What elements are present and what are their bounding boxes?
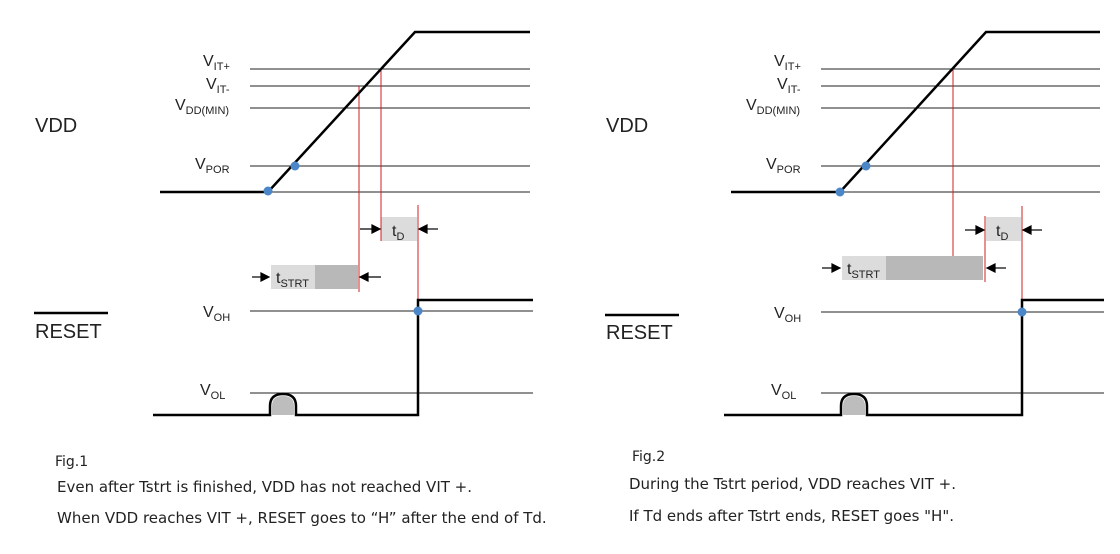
fig1-tstrt-box-light: [271, 265, 315, 289]
fig2-voh-label: VOH: [774, 305, 801, 325]
fig2-tstrt-box-light: [842, 256, 886, 280]
svg-text:VOL: VOL: [200, 382, 225, 402]
svg-text:VIT+: VIT+: [203, 53, 230, 73]
fig2-glitch-fill: [843, 396, 865, 415]
fig2-reset-label: RESET: [606, 322, 673, 344]
fig2-marker-lines: [952, 69, 1023, 312]
fig2-vdd-label: VDD: [606, 115, 648, 137]
svg-text:VOH: VOH: [203, 304, 230, 324]
fig1-dot-por: [290, 161, 300, 171]
fig2-vit-minus-label: VIT-: [777, 76, 801, 96]
fig1-vol-label: VOL: [200, 382, 225, 402]
fig2-td-arrows: [965, 225, 1042, 235]
fig1-text-line2: When VDD reaches VIT +, RESET goes to “H…: [57, 509, 547, 527]
fig2-dot-reset: [1017, 307, 1027, 317]
fig2-tstrt-arrows: [822, 263, 1006, 273]
fig1-td-box: [381, 217, 417, 241]
fig1-vdd-label: VDD: [35, 115, 77, 137]
fig1-td-arrows: [360, 224, 438, 234]
svg-text:VOH: VOH: [774, 305, 801, 325]
fig2-diagram: VDD RESET VIT+ VIT- VDD(MIN) VPOR VOH VO…: [605, 30, 1104, 417]
fig2-td-label: tD: [996, 223, 1008, 243]
fig1-marker-lines: [358, 69, 419, 312]
fig1-diagram: VDD RESET VIT+ VIT- VDD(MIN) VPOR VOH VO…: [34, 30, 533, 417]
fig1-vpor-label: VPOR: [195, 156, 230, 176]
fig2-caption: Fig.2: [632, 449, 665, 465]
fig2-text-line2: If Td ends after Tstrt ends, RESET goes …: [629, 507, 954, 525]
svg-text:VIT-: VIT-: [206, 76, 230, 96]
svg-text:VIT+: VIT+: [774, 53, 801, 73]
svg-text:VPOR: VPOR: [195, 156, 230, 176]
fig2-tstrt-box-dark: [886, 256, 983, 280]
fig2-td-box: [986, 217, 1021, 241]
svg-text:VDD(MIN): VDD(MIN): [175, 97, 229, 117]
svg-text:VOL: VOL: [771, 382, 796, 402]
svg-text:VIT-: VIT-: [777, 76, 801, 96]
fig1-tstrt-arrows: [252, 272, 381, 282]
fig2-text-line1: During the Tstrt period, VDD reaches VIT…: [629, 475, 956, 493]
fig1-td-label: tD: [392, 223, 404, 243]
fig1-vdd-trace: [160, 30, 530, 194]
svg-text:VPOR: VPOR: [766, 156, 801, 176]
fig2-dot-start: [835, 187, 845, 197]
fig1-vit-minus-label: VIT-: [206, 76, 230, 96]
fig2-reset-trace: [724, 298, 1104, 417]
fig1-caption: Fig.1: [55, 454, 88, 470]
fig2-vdd-trace: [731, 30, 1100, 194]
fig2-vdd-min-label: VDD(MIN): [746, 97, 800, 117]
fig1-tstrt-box-dark: [315, 265, 358, 289]
fig1-voh-label: VOH: [203, 304, 230, 324]
fig2-vit-plus-label: VIT+: [774, 53, 801, 73]
fig2-dot-por: [861, 161, 871, 171]
fig1-vit-plus-label: VIT+: [203, 53, 230, 73]
fig1-text-line1: Even after Tstrt is finished, VDD has no…: [57, 478, 472, 496]
fig2-vpor-label: VPOR: [766, 156, 801, 176]
fig2-tstrt-label: tSTRT: [847, 261, 880, 281]
fig2-vol-label: VOL: [771, 382, 796, 402]
fig1-tstrt-label: tSTRT: [276, 270, 309, 290]
fig2-reference-lines: [821, 68, 1104, 394]
svg-text:VDD(MIN): VDD(MIN): [746, 97, 800, 117]
fig1-glitch-fill: [272, 396, 294, 415]
fig1-vdd-min-label: VDD(MIN): [175, 97, 229, 117]
fig1-reset-label: RESET: [35, 321, 102, 343]
fig1-dot-start: [263, 186, 273, 196]
fig1-reset-trace: [153, 298, 533, 417]
fig1-dot-reset: [413, 306, 423, 316]
